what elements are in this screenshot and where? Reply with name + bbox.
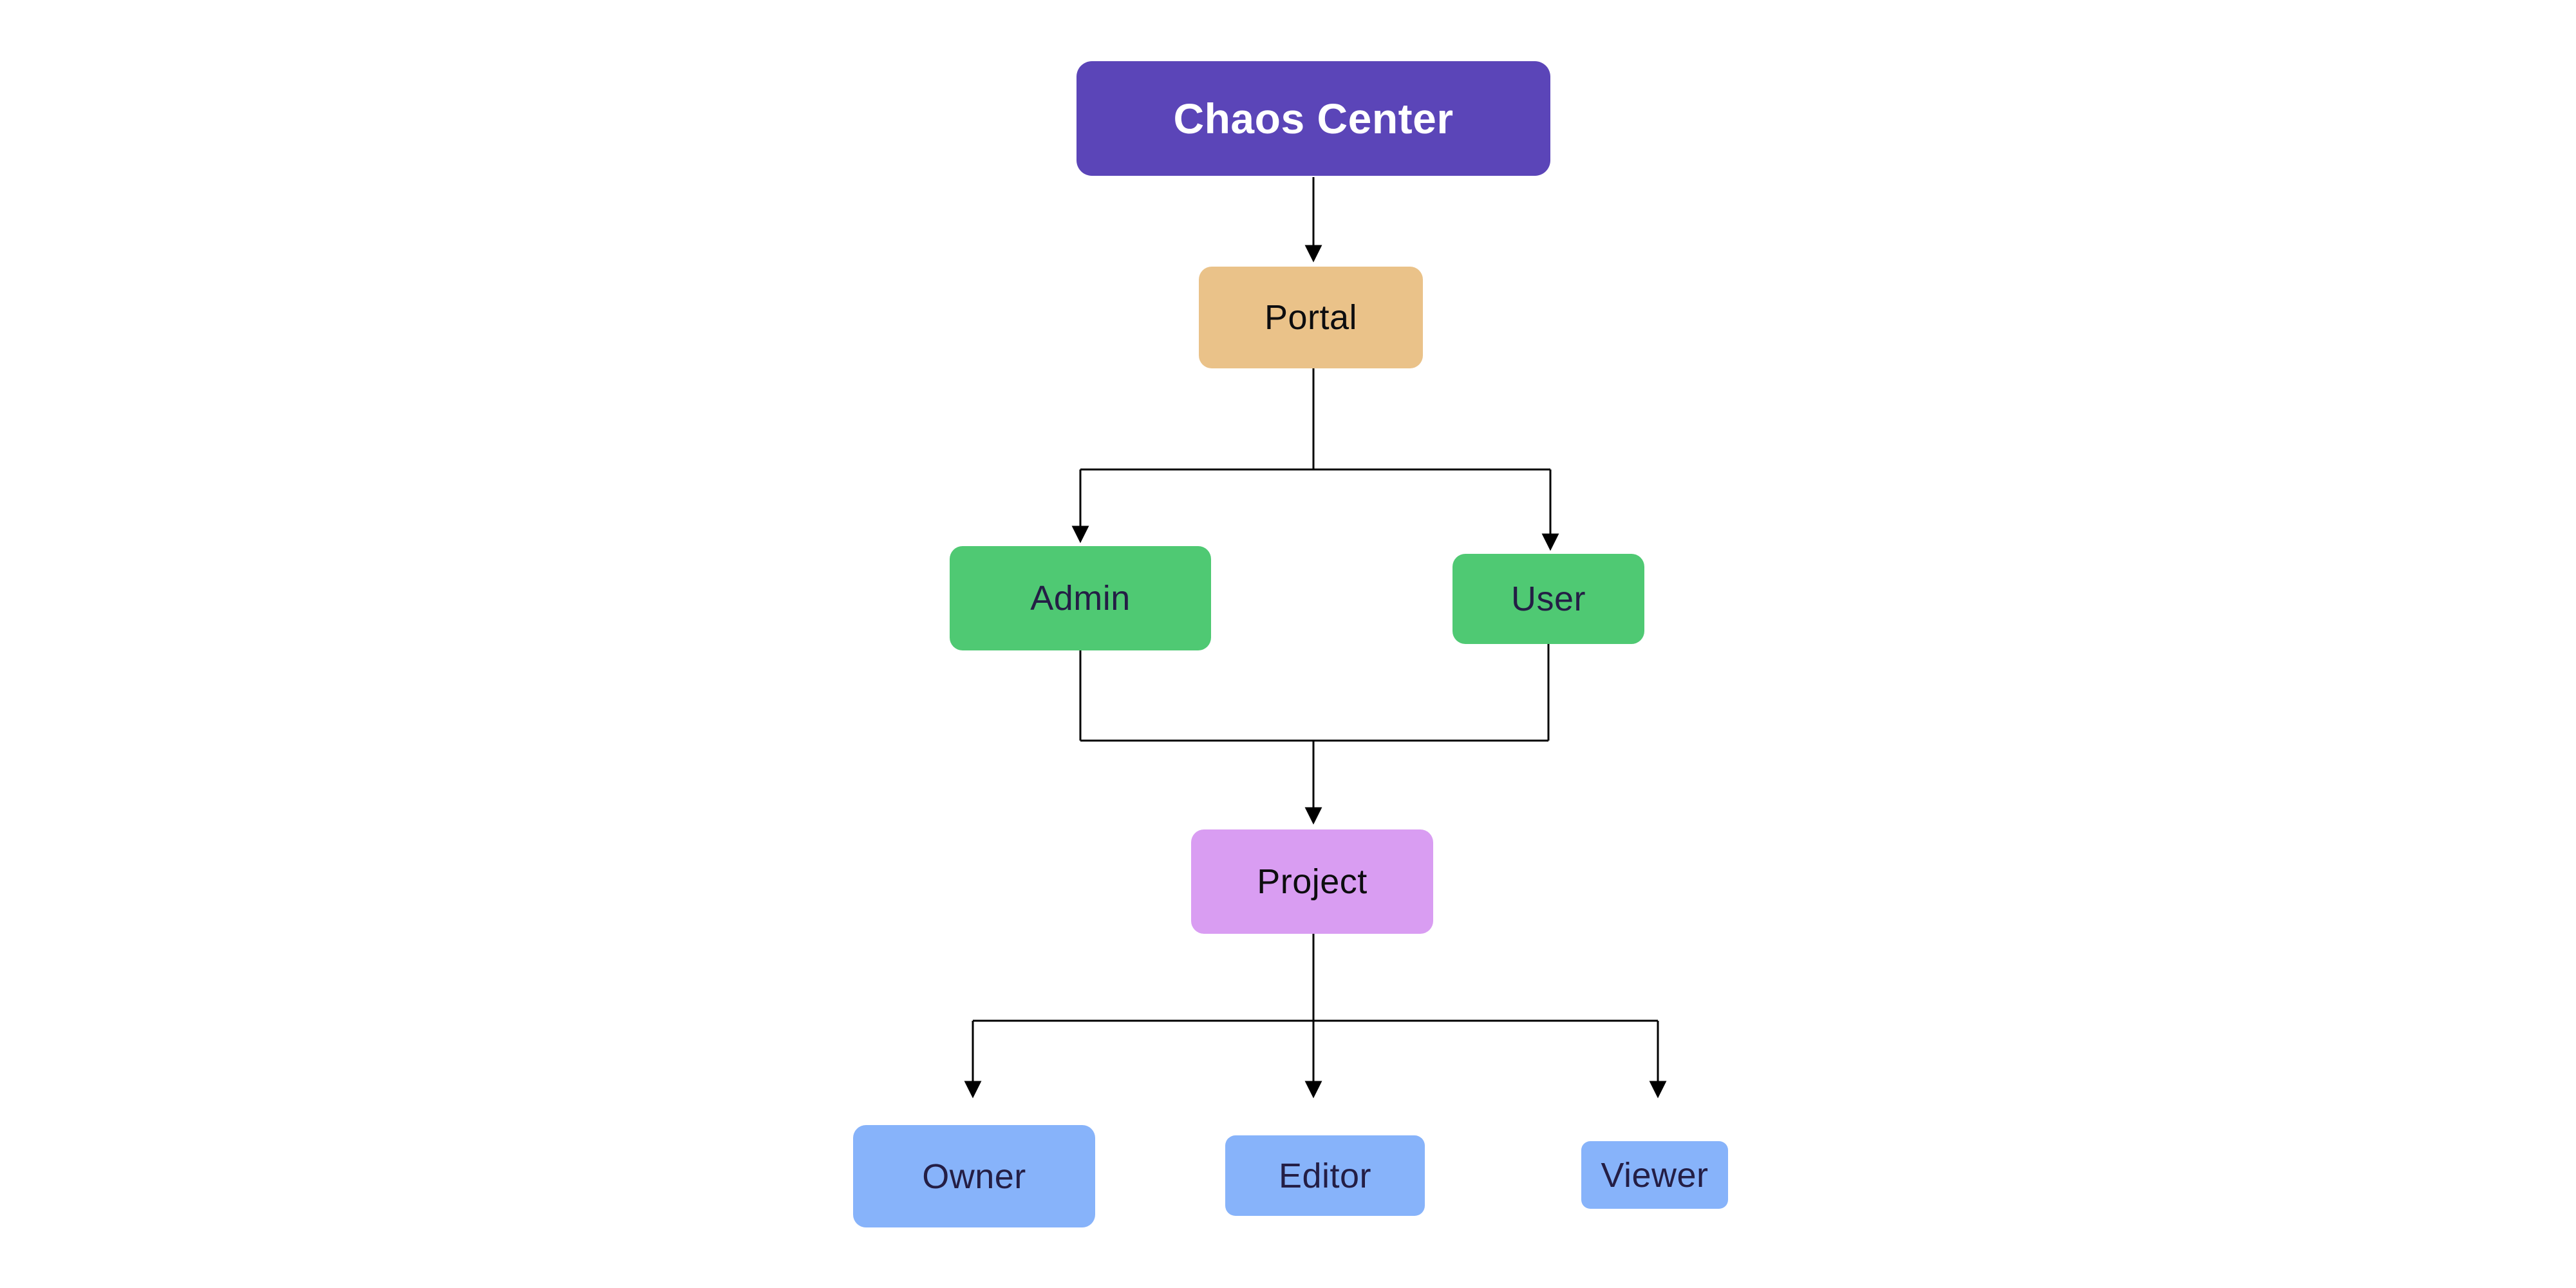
node-chaos-center: Chaos Center	[1076, 61, 1550, 176]
node-viewer: Viewer	[1581, 1141, 1728, 1209]
node-owner: Owner	[853, 1125, 1095, 1227]
edge-group	[964, 177, 1667, 1099]
edge-project-split	[973, 934, 1658, 1022]
edge-portal-split	[1080, 368, 1550, 471]
node-admin: Admin	[950, 546, 1211, 650]
node-user: User	[1453, 554, 1644, 644]
node-editor: Editor	[1225, 1135, 1425, 1216]
node-project: Project	[1191, 829, 1433, 934]
node-portal: Portal	[1199, 267, 1423, 368]
edge-adminuser-join	[1079, 644, 1550, 742]
